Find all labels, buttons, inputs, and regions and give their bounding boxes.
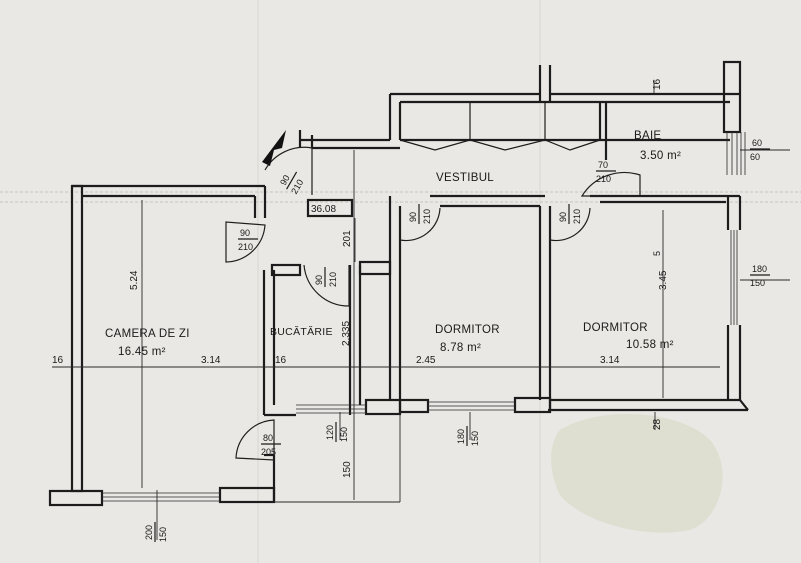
dim-bed2-height-sup: 5 [652,251,662,256]
window-width: 180 [456,429,466,444]
window-height: 150 [470,431,480,446]
wall [739,399,749,411]
door-height: 210 [596,174,611,184]
door-label: 90 210 [558,204,582,224]
window-label: 200 150 [144,522,168,542]
room-name-bucatarie: BUCĂTĂRIE [270,325,333,338]
windows [102,132,746,502]
window-label: 120 150 [325,422,349,442]
door-label: 90 210 [408,204,432,224]
window-height: 150 [158,527,168,542]
window-label: 60 60 [750,138,770,162]
door-width: 90 [314,275,324,285]
dim-left-wall: 16 [52,355,64,366]
door-height: 210 [572,209,582,224]
door-height: 210 [328,272,338,287]
door-label: 90 210 [238,228,258,252]
room-area-dormitor1: 8.78 m² [440,342,481,354]
window-height: 60 [750,152,760,162]
window-width: 200 [144,525,154,540]
room-name-dormitor2: DORMITOR [583,322,648,334]
wall [270,263,302,277]
room-area-camera: 16.45 m² [118,346,166,358]
window-width: 180 [752,264,767,274]
paper-stain [551,413,723,533]
dim-kitchen-height: 2.335 [341,321,352,346]
dim-balcony: 150 [342,461,353,478]
door-swing [235,419,275,461]
door-height: 205 [261,447,276,457]
dim-kitchen-wall: 16 [275,355,287,366]
wall [48,489,104,507]
door-width: 70 [598,160,608,170]
door-swing [399,207,441,242]
door-swing [549,207,591,242]
room-area-dormitor2: 10.58 m² [626,339,674,351]
walls [48,60,749,507]
room-name-dormitor1: DORMITOR [435,324,500,336]
dim-bed2-height: 3.45 [658,270,669,290]
window-label: 180 150 [456,426,480,446]
dim-living-width: 3.14 [201,355,221,366]
doors [225,130,641,461]
entrance-box-label: 36.08 [311,204,336,215]
fraction-bar [286,171,298,190]
door-label: 80 205 [261,433,281,457]
window-width: 60 [752,138,762,148]
room-name-camera: CAMERA DE ZI [105,328,190,340]
door-width: 90 [558,212,568,222]
room-area-baie: 3.50 m² [640,150,681,162]
door-width: 90 [278,173,292,187]
door-label: 90 210 [314,267,338,287]
door-height: 210 [422,209,432,224]
window-height: 150 [339,427,349,442]
door-width: 90 [408,212,418,222]
room-name-vestibul: VESTIBUL [436,172,494,184]
dim-bed2-width: 3.14 [600,355,620,366]
door-width: 80 [263,433,273,443]
closets [399,139,601,151]
door-width: 90 [240,228,250,238]
closet-outline [399,139,601,151]
window-height: 150 [750,278,765,288]
window-label: 180 150 [750,264,770,288]
door-height: 210 [238,242,253,252]
dim-corridor-height: 201 [342,230,353,247]
door-swing [580,171,641,197]
window-width: 120 [325,425,335,440]
dimension-lines [52,80,790,540]
door-label: 70 210 [596,160,616,184]
dim-top-wall: 16 [652,78,663,90]
room-name-baie: BAIE [634,130,661,142]
entrance-arrow-icon [262,130,286,166]
dim-bed1-width: 2.45 [416,355,436,366]
dim-right-wall: 28 [652,418,663,430]
entrance-box [306,198,354,218]
door-swing [225,221,266,263]
wall [513,396,552,414]
door-swing [303,264,350,307]
dim-living-height: 5.24 [129,270,140,290]
